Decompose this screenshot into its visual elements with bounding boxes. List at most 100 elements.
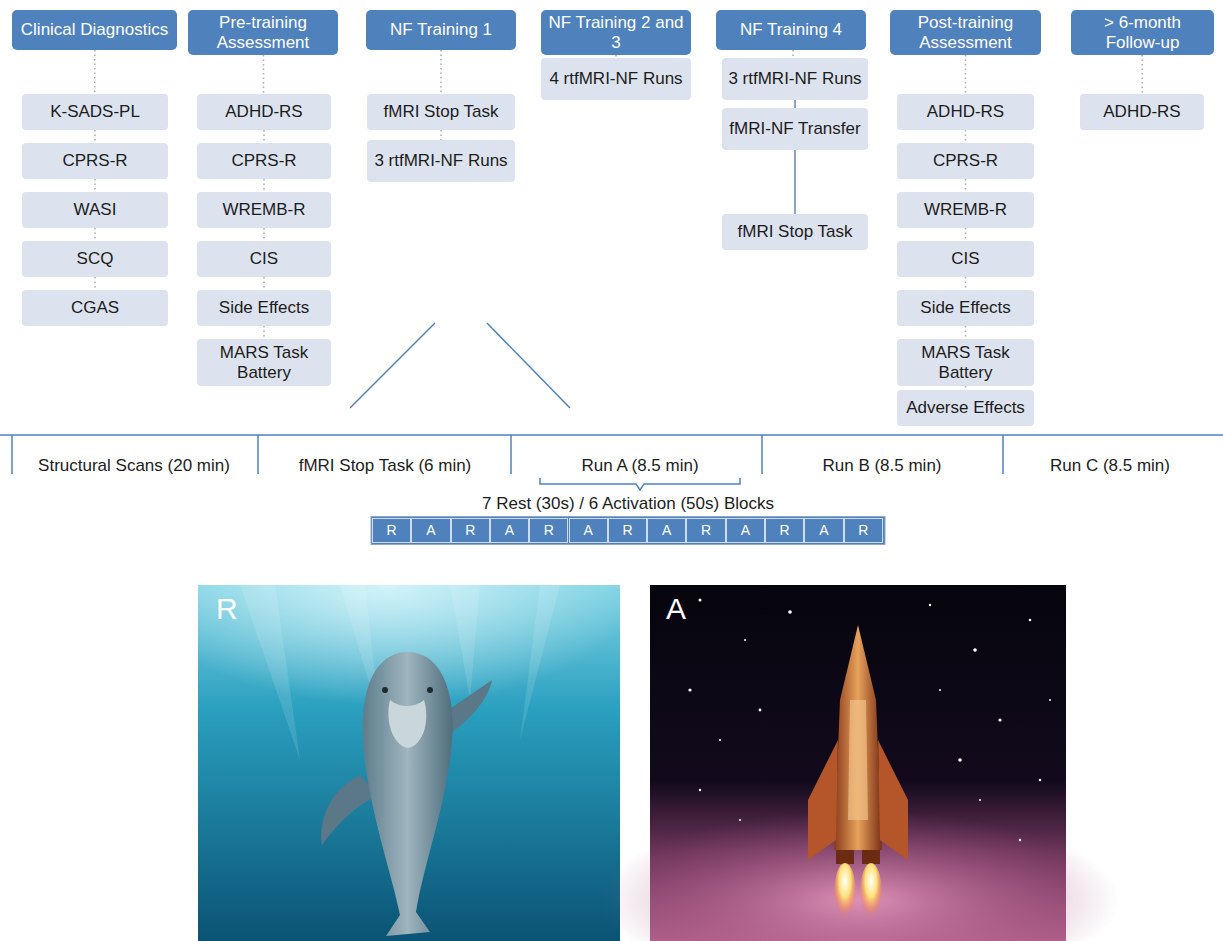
block-cell: R bbox=[372, 518, 411, 543]
measure-box: fMRI-NF Transfer bbox=[722, 108, 868, 150]
node-text: NF Training 4 bbox=[740, 20, 842, 39]
phase-header: NF Training 4 bbox=[716, 10, 866, 50]
block-cell: R bbox=[608, 518, 647, 543]
connector-line bbox=[440, 50, 442, 94]
phase-header: Pre-training Assessment bbox=[188, 10, 338, 55]
block-cell: R bbox=[844, 518, 883, 543]
node-text: A bbox=[662, 523, 671, 539]
water bbox=[198, 585, 620, 941]
node-text: Adverse Effects bbox=[906, 398, 1025, 417]
rest-picture bbox=[198, 585, 620, 941]
phase-header: NF Training 1 bbox=[366, 10, 516, 50]
measure-box: WREMB-R bbox=[197, 192, 331, 228]
node-text: ADHD-RS bbox=[1103, 102, 1180, 121]
node-text: Post-training Assessment bbox=[896, 13, 1035, 51]
node-text: WREMB-R bbox=[924, 200, 1007, 219]
node-text: CPRS-R bbox=[62, 151, 127, 170]
measure-box: CGAS bbox=[22, 290, 168, 326]
node-text: MARS Task Battery bbox=[903, 343, 1028, 381]
node-text: fMRI-NF Transfer bbox=[729, 119, 860, 138]
dolphin-body bbox=[363, 652, 453, 936]
block-cell: R bbox=[686, 518, 725, 543]
node-text: MARS Task Battery bbox=[203, 343, 325, 381]
measure-box: fMRI Stop Task bbox=[367, 94, 515, 130]
node-text: A bbox=[741, 523, 750, 539]
measure-box: CPRS-R bbox=[22, 143, 168, 179]
picture-letter: A bbox=[666, 592, 686, 627]
node-text: A bbox=[819, 523, 828, 539]
node-text: fMRI Stop Task bbox=[384, 102, 499, 121]
node-text: 4 rtfMRI-NF Runs bbox=[549, 69, 682, 88]
timeline-label: 7 Rest (30s) / 6 Activation (50s) Blocks bbox=[482, 494, 774, 514]
node-text: SCQ bbox=[77, 249, 114, 268]
node-text: ADHD-RS bbox=[927, 102, 1004, 121]
block-cell: R bbox=[529, 518, 568, 543]
connector-line bbox=[94, 50, 96, 94]
measure-box: fMRI Stop Task bbox=[722, 214, 868, 250]
dolphin-fin bbox=[446, 680, 492, 735]
measure-box: ADHD-RS bbox=[1080, 94, 1204, 130]
measure-box: MARS Task Battery bbox=[197, 339, 331, 386]
node-text: fMRI Stop Task bbox=[738, 222, 853, 241]
timeline-label: Run C (8.5 min) bbox=[1050, 456, 1170, 476]
connector-line bbox=[965, 179, 967, 192]
connector-line bbox=[965, 55, 967, 94]
block-cell: A bbox=[411, 518, 450, 543]
rocket-nozzle bbox=[862, 850, 880, 864]
measure-box: Side Effects bbox=[197, 290, 331, 326]
block-cell: A bbox=[569, 518, 608, 543]
timeline-tick bbox=[11, 435, 13, 474]
timeline-tick bbox=[1002, 435, 1004, 474]
node-text: CIS bbox=[250, 249, 278, 268]
measure-box: 4 rtfMRI-NF Runs bbox=[541, 58, 691, 100]
block-cell: A bbox=[726, 518, 765, 543]
node-text: 3 rtfMRI-NF Runs bbox=[374, 151, 507, 170]
node-text: > 6-month Follow-up bbox=[1077, 13, 1208, 51]
timeline-tick bbox=[761, 435, 763, 474]
timeline-label: fMRI Stop Task (6 min) bbox=[299, 456, 472, 476]
connector-line bbox=[794, 100, 796, 108]
dolphin-eye bbox=[382, 687, 388, 693]
zoom-line bbox=[487, 323, 570, 408]
measure-box: CPRS-R bbox=[897, 143, 1034, 179]
bracket bbox=[540, 478, 740, 490]
connector-line bbox=[263, 277, 265, 290]
connector-line bbox=[263, 326, 265, 339]
connector-line bbox=[792, 50, 794, 58]
connector-line bbox=[965, 326, 967, 339]
measure-box: SCQ bbox=[22, 241, 168, 277]
measure-box: 3 rtfMRI-NF Runs bbox=[722, 58, 868, 100]
phase-header: > 6-month Follow-up bbox=[1071, 10, 1214, 55]
measure-box: CPRS-R bbox=[197, 143, 331, 179]
measure-box: K-SADS-PL bbox=[22, 94, 168, 130]
rocket-flame bbox=[860, 863, 882, 923]
block-cell: A bbox=[804, 518, 843, 543]
measure-box: CIS bbox=[897, 241, 1034, 277]
node-text: R bbox=[622, 523, 632, 539]
picture-letter: R bbox=[216, 592, 238, 627]
rocket-booster bbox=[808, 740, 838, 860]
connector-line bbox=[94, 179, 96, 192]
node-text: CPRS-R bbox=[231, 151, 296, 170]
measure-box: 3 rtfMRI-NF Runs bbox=[367, 140, 515, 182]
timeline-label: Run A (8.5 min) bbox=[581, 456, 698, 476]
node-text: CGAS bbox=[71, 298, 119, 317]
timeline-label: Structural Scans (20 min) bbox=[38, 456, 230, 476]
node-text: Pre-training Assessment bbox=[194, 13, 332, 51]
node-text: R bbox=[544, 523, 554, 539]
block-strip-frame bbox=[371, 517, 885, 545]
activation-picture bbox=[600, 585, 1120, 941]
node-text: WREMB-R bbox=[222, 200, 305, 219]
measure-box: ADHD-RS bbox=[197, 94, 331, 130]
node-text: R bbox=[465, 523, 475, 539]
node-text: A bbox=[505, 523, 514, 539]
rocket-flame bbox=[834, 863, 856, 923]
node-text: CIS bbox=[951, 249, 979, 268]
node-text: K-SADS-PL bbox=[50, 102, 140, 121]
connector-line bbox=[94, 228, 96, 241]
connector-line bbox=[965, 277, 967, 290]
phase-header: Clinical Diagnostics bbox=[12, 10, 177, 50]
block-cell: R bbox=[765, 518, 804, 543]
node-text: Side Effects bbox=[219, 298, 309, 317]
node-text: Clinical Diagnostics bbox=[21, 20, 168, 39]
